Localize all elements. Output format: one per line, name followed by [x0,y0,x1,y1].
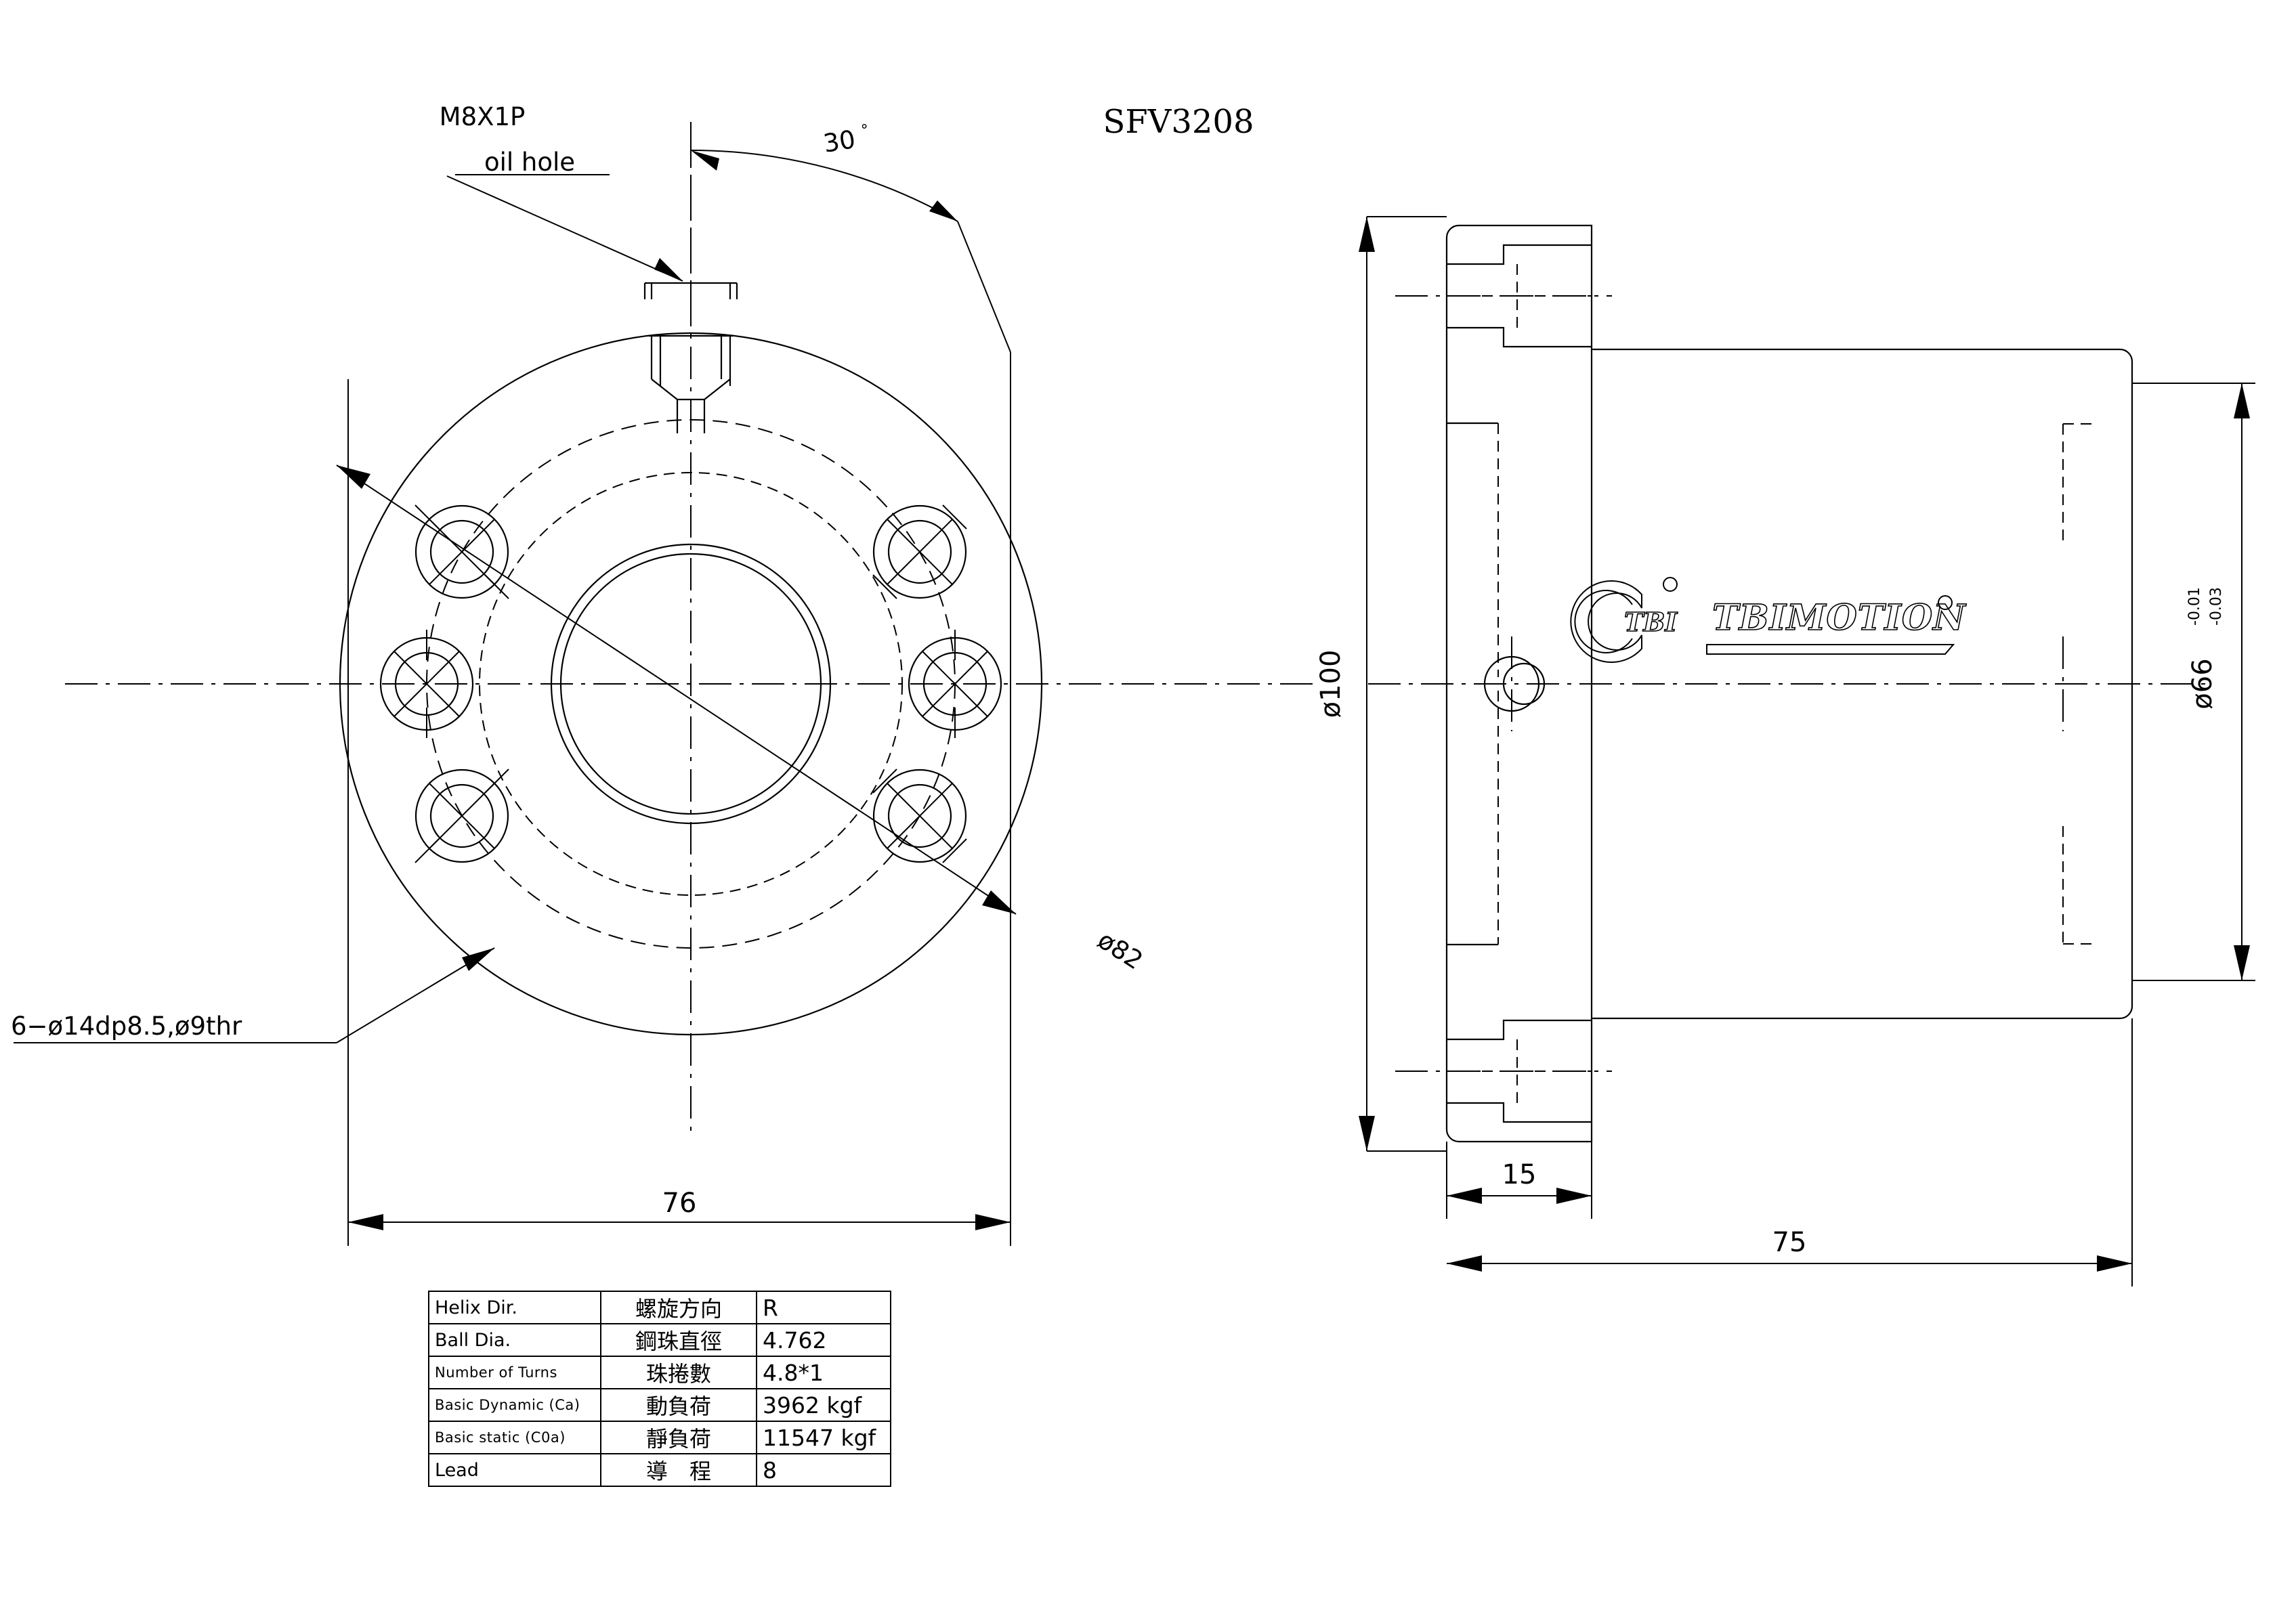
thread-spec-label: M8X1P [440,102,526,131]
angle-label-group: 30 ° [822,122,870,158]
spec-label-english: Number of Turns [428,1356,601,1389]
bolt-circle-dimension [336,464,1017,915]
side-oil-hole [1447,422,1546,946]
side-view: TBI TBIMOTION ø100 [1315,216,2255,1287]
spec-value: R [756,1291,891,1324]
flange-dia-label-group: ø100 [1315,650,1346,718]
logo-underline [1706,644,1955,655]
spec-value: 4.762 [756,1323,891,1357]
dimension-15 [1446,1018,1592,1219]
logo-registered-mark-1 [1663,577,1678,592]
logo-wordmark: TBIMOTION [1712,597,1967,639]
angle-dimension-30 [690,122,1011,353]
nut-dia-label: ø66 [2187,658,2218,709]
spec-label-english: Ball Dia. [428,1323,601,1357]
nut-dia-label-group: ø66 -0.01 -0.03 [2186,587,2225,710]
flange-plate-outline [1445,224,1593,1143]
nut-internal-hidden-lines [2062,423,2098,945]
nut-dia-tol-lower-label: -0.03 [2208,587,2225,626]
bolt-hole-upper-right [872,504,967,599]
spec-value: 4.8*1 [756,1356,891,1389]
hole-callout-leader [14,947,495,1043]
dimension-75 [1447,1018,2133,1287]
spec-label-english: Helix Dir. [428,1291,601,1324]
hidden-bolt-hole-lines [1395,244,1612,1123]
angle-value-label: 30 [822,125,857,158]
logo-c-ring [1570,580,1642,663]
spec-label-chinese: 螺旋方向 [600,1291,757,1324]
logo-tbi-text: TBI [1624,607,1678,637]
bolt-hole-upper-left [414,504,509,599]
bolt-hole-center-ticks [414,504,967,863]
dimension-75-label: 75 [1772,1227,1807,1258]
angle-unit-label: ° [860,122,870,139]
spec-value: 11547 kgf [756,1421,891,1454]
spec-label-english: Basic static (C0a) [428,1421,601,1454]
front-view: M8X1P oil hole 30 ° ø82 6−ø14dp8.5,ø9thr… [11,102,1317,1246]
flange-dia-label: ø100 [1315,650,1346,718]
nut-dia-tol-upper-label: -0.01 [2186,587,2203,626]
spec-value: 3962 kgf [756,1388,891,1422]
spec-label-chinese: 靜負荷 [600,1421,757,1454]
dimension-76 [347,352,1011,1246]
spec-label-chinese: 動負荷 [600,1388,757,1422]
tbi-motion-logo: TBI TBIMOTION [1570,577,1967,663]
hole-callout-label: 6−ø14dp8.5,ø9thr [11,1012,242,1041]
logo-registered-mark-2 [1938,595,1953,610]
dimension-flange-dia [1359,216,1447,1152]
logo-c-inner [1574,590,1633,653]
spec-label-chinese: 鋼珠直徑 [600,1323,757,1357]
dimension-15-label: 15 [1502,1159,1537,1190]
oil-hole-label: oil hole [484,148,575,177]
dimension-nut-dia [2132,383,2255,981]
spec-label-english: Basic Dynamic (Ca) [428,1388,601,1422]
spec-label-chinese: 導 程 [600,1453,757,1487]
spec-label-english: Lead [428,1453,601,1487]
spec-label-chinese: 珠捲數 [600,1356,757,1389]
page-title: SFV3208 [1103,103,1254,141]
dimension-76-label: 76 [662,1188,697,1219]
spec-value: 8 [756,1453,891,1487]
bolt-circle-label-group: ø82 [1092,925,1148,975]
bolt-hole-lower-right [872,769,967,863]
oil-hole-leader [446,175,683,282]
bolt-circle-label: ø82 [1092,925,1148,975]
bolt-hole-lower-left [414,769,509,863]
